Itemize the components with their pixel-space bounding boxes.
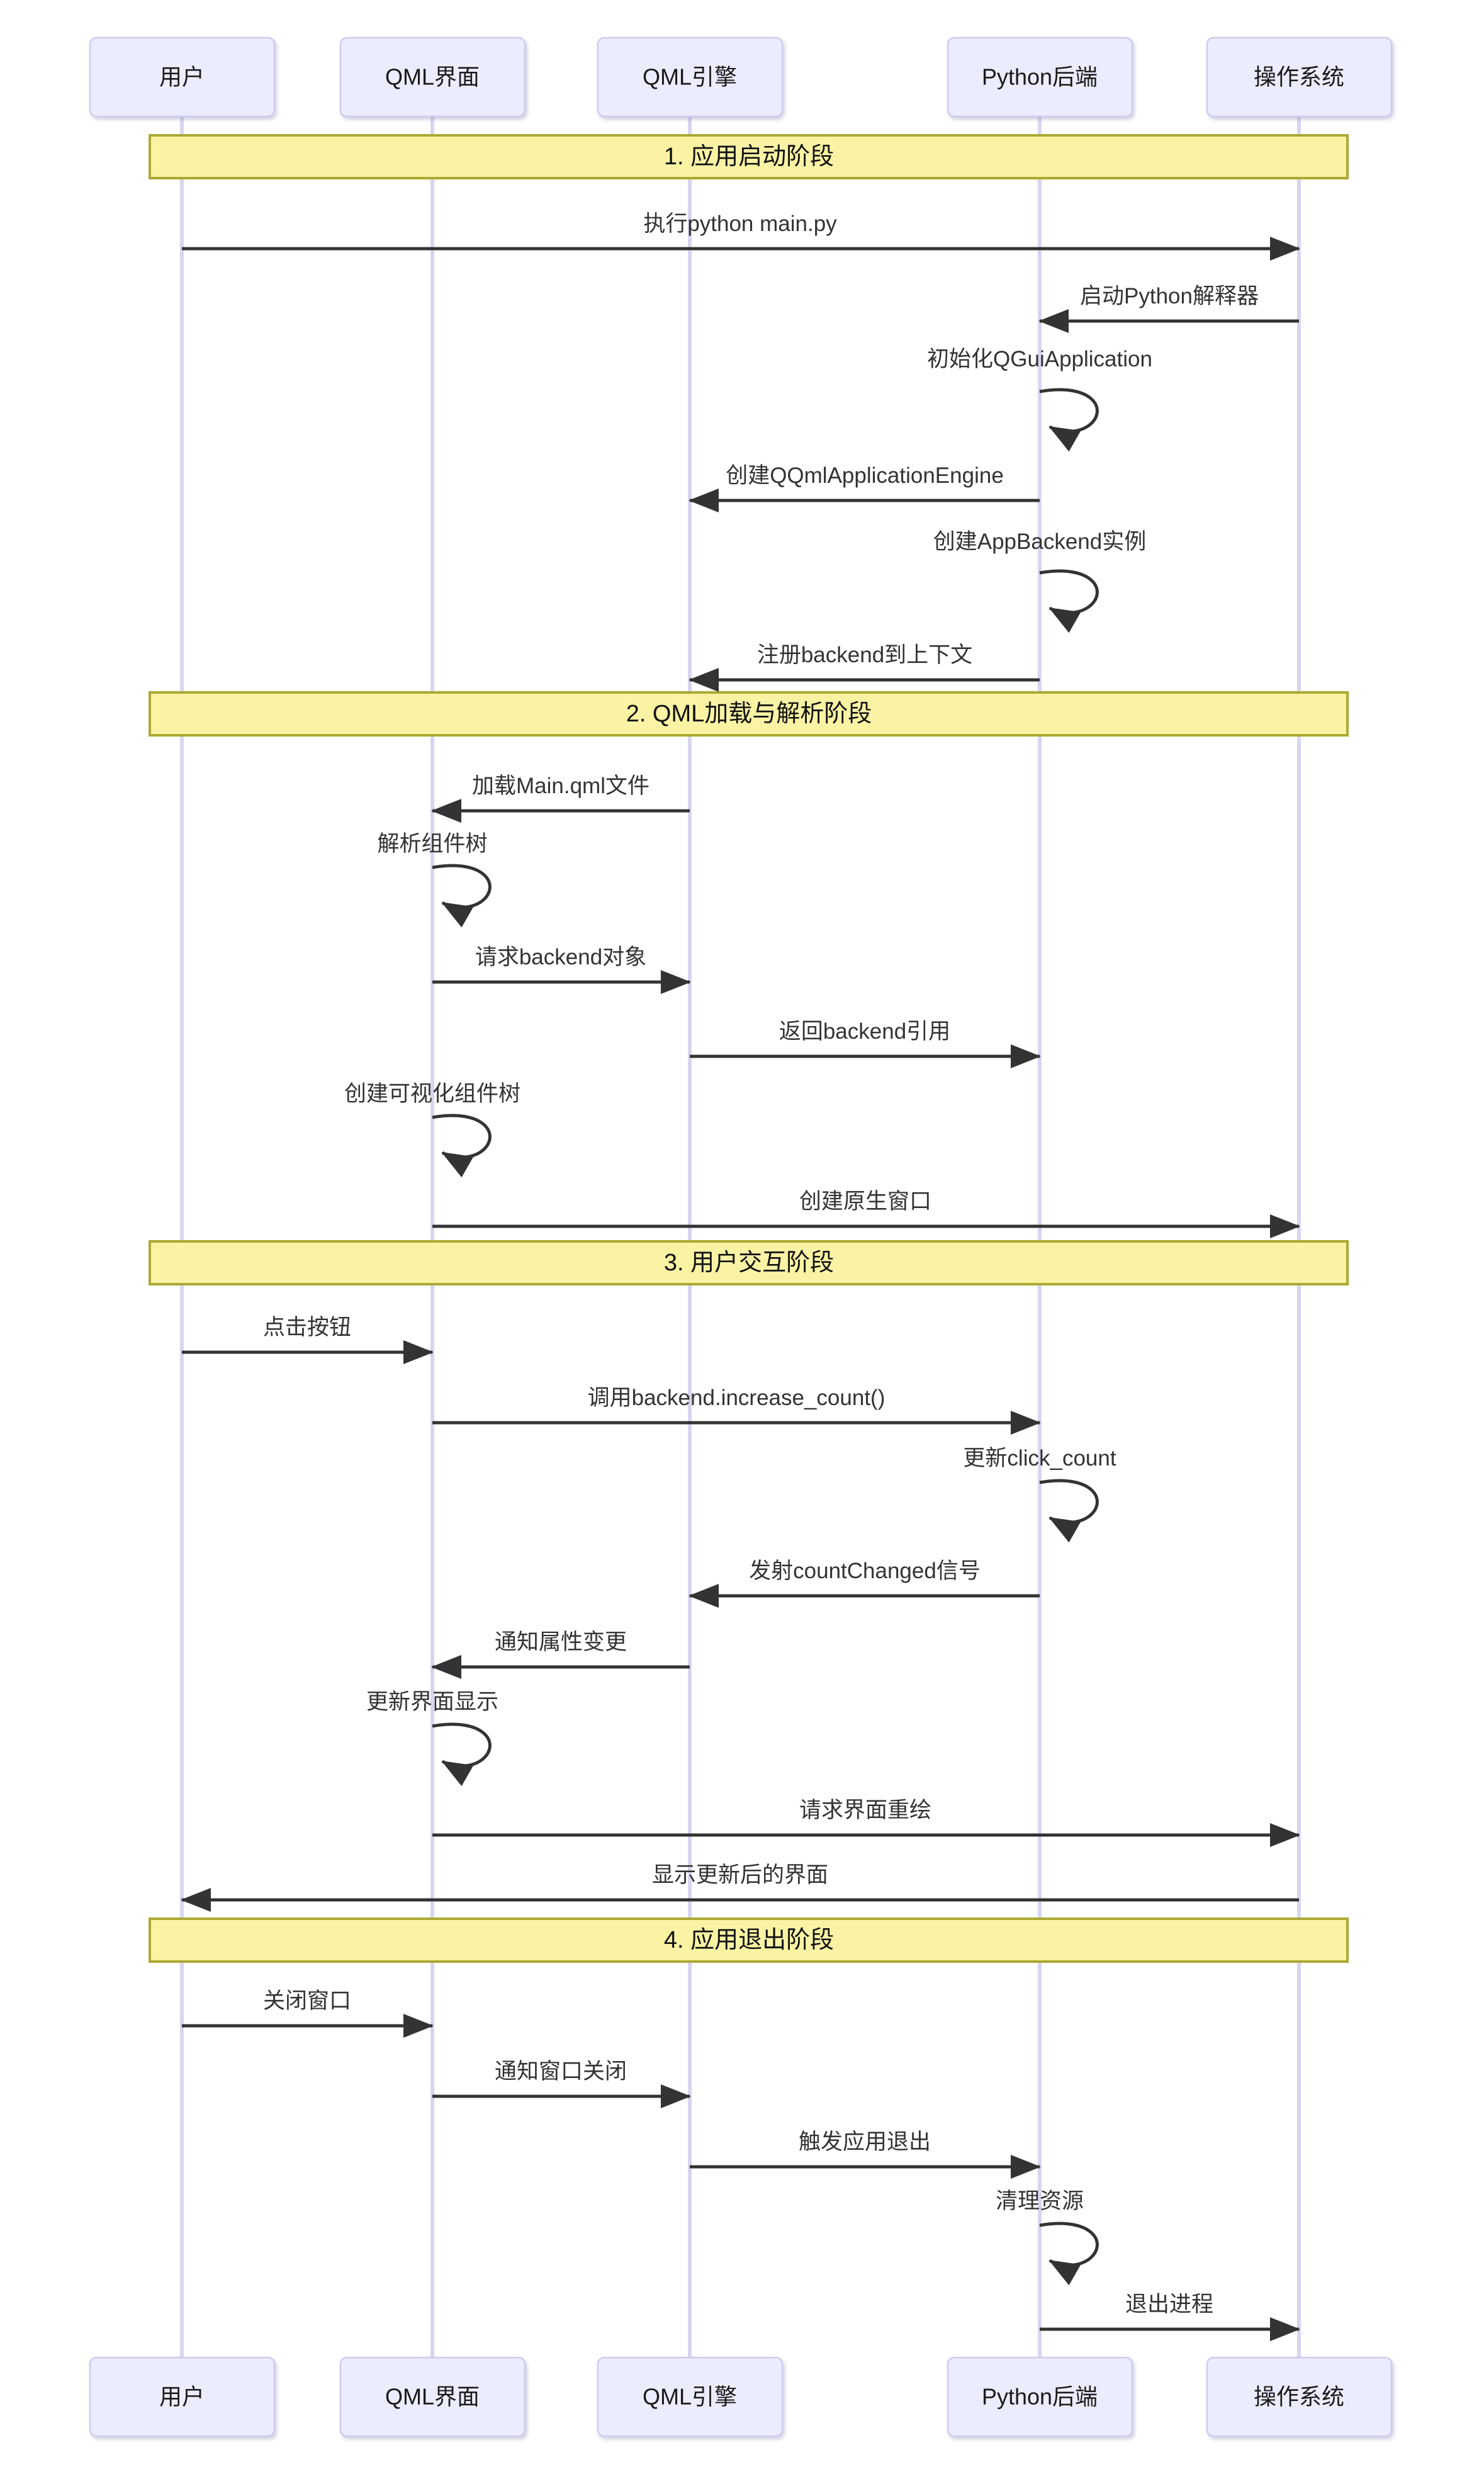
message-self-loop-2	[1039, 388, 1099, 452]
message-self-loop-4	[1039, 569, 1099, 633]
message-label-15: 发射countChanged信号	[749, 1559, 981, 1583]
actor-box	[1206, 37, 1393, 118]
actor-top-user: 用户	[89, 37, 276, 118]
actor-box	[89, 2356, 276, 2437]
message-label-22: 触发应用退出	[799, 2130, 931, 2154]
phase-banner-rect	[149, 1240, 1349, 1285]
actor-label-user: 用户	[159, 2384, 205, 2410]
message-label-10: 创建可视化组件树	[344, 1082, 520, 1106]
actor-bottom-qml-ui: QML界面	[339, 2356, 526, 2437]
actor-top-python-backend: Python后端	[947, 37, 1133, 118]
actor-top-qml-ui: QML界面	[339, 37, 526, 118]
message-label-7: 解析组件树	[377, 832, 487, 856]
message-label-9: 返回backend引用	[779, 1019, 950, 1044]
actor-label-python-backend: Python后端	[982, 64, 1098, 90]
actor-box	[339, 2356, 526, 2437]
message-label-5: 注册backend到上下文	[757, 643, 972, 667]
message-label-14: 更新click_count	[963, 1446, 1116, 1471]
actor-label-qml-engine: QML引擎	[643, 2384, 737, 2410]
actor-box	[597, 2356, 784, 2437]
actor-top-os: 操作系统	[1206, 37, 1393, 118]
message-label-12: 点击按钮	[263, 1315, 351, 1340]
actor-bottom-os: 操作系统	[1206, 2356, 1393, 2437]
actor-bottom-user: 用户	[89, 2356, 276, 2437]
actor-label-user: 用户	[159, 64, 205, 90]
actor-label-qml-ui: QML界面	[385, 2384, 480, 2410]
message-label-20: 关闭窗口	[263, 1989, 351, 2013]
message-self-loop-23	[1039, 2222, 1099, 2286]
message-label-4: 创建AppBackend实例	[933, 529, 1146, 554]
phase-label-1: 1. 应用启动阶段	[664, 144, 834, 170]
message-label-23: 清理资源	[996, 2189, 1084, 2213]
message-label-16: 通知属性变更	[495, 1630, 627, 1654]
message-label-24: 退出进程	[1125, 2292, 1213, 2317]
actor-label-qml-engine: QML引擎	[643, 64, 737, 90]
message-self-loop-7	[432, 864, 492, 928]
message-label-13: 调用backend.increase_count()	[588, 1386, 885, 1410]
actor-box	[89, 37, 276, 118]
actor-box	[947, 2356, 1133, 2437]
message-self-loop-17	[432, 1722, 492, 1787]
message-self-loop-10	[432, 1114, 492, 1178]
actor-label-qml-ui: QML界面	[385, 64, 480, 90]
actor-box	[1206, 2356, 1393, 2437]
message-label-0: 执行python main.py	[643, 212, 837, 236]
phase-banner-rect	[149, 1918, 1349, 1963]
message-label-19: 显示更新后的界面	[652, 1863, 828, 1887]
message-self-loop-14	[1039, 1479, 1099, 1543]
phase-label-4: 4. 应用退出阶段	[664, 1927, 834, 1953]
message-label-17: 更新界面显示	[366, 1690, 498, 1714]
message-label-18: 请求界面重绘	[799, 1798, 931, 1822]
phase-label-3: 3. 用户交互阶段	[664, 1250, 834, 1276]
phase-label-2: 2. QML加载与解析阶段	[626, 701, 872, 727]
actor-label-os: 操作系统	[1254, 2384, 1344, 2410]
phase-banner-2: 2. QML加载与解析阶段	[149, 691, 1349, 737]
phase-banner-1: 1. 应用启动阶段	[149, 134, 1349, 179]
actor-top-qml-engine: QML引擎	[597, 37, 784, 118]
phase-banner-rect	[149, 134, 1349, 179]
phase-banner-4: 4. 应用退出阶段	[149, 1918, 1349, 1963]
actor-box	[947, 37, 1133, 118]
actor-bottom-qml-engine: QML引擎	[597, 2356, 784, 2437]
message-label-6: 加载Main.qml文件	[472, 774, 649, 798]
phase-banner-3: 3. 用户交互阶段	[149, 1240, 1349, 1285]
phase-banner-rect	[149, 691, 1349, 737]
message-label-3: 创建QQmlApplicationEngine	[726, 463, 1004, 488]
actor-box	[597, 37, 784, 118]
message-label-8: 请求backend对象	[475, 945, 646, 969]
actor-bottom-python-backend: Python后端	[947, 2356, 1133, 2437]
actor-label-python-backend: Python后端	[982, 2384, 1098, 2410]
message-label-1: 启动Python解释器	[1080, 284, 1259, 308]
message-label-2: 初始化QGuiApplication	[927, 347, 1152, 371]
actor-label-os: 操作系统	[1254, 64, 1344, 90]
message-label-11: 创建原生窗口	[799, 1189, 931, 1214]
actor-box	[339, 37, 526, 118]
message-label-21: 通知窗口关闭	[495, 2059, 627, 2084]
